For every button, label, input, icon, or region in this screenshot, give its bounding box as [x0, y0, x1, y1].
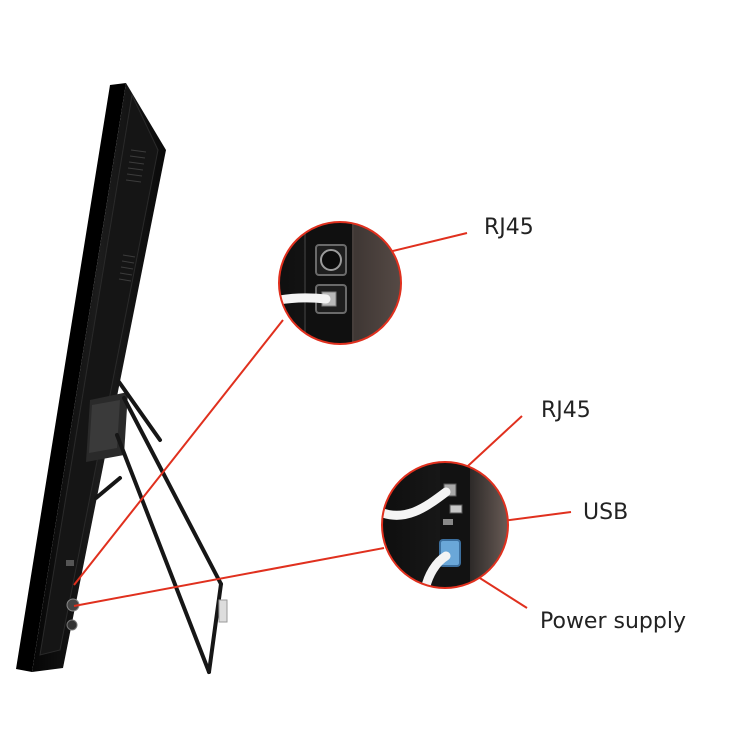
- power-supply-label: Power supply: [540, 609, 686, 634]
- rj45-label-top: RJ45: [484, 215, 534, 240]
- display-panel-icon: [16, 83, 166, 672]
- rj45-label-bottom: RJ45: [541, 398, 591, 423]
- easel-stand-icon: [94, 380, 223, 674]
- connector-ports-zoom-icon: [381, 461, 509, 589]
- rj45-port-zoom-icon: [278, 221, 402, 345]
- usb-label: USB: [583, 500, 629, 525]
